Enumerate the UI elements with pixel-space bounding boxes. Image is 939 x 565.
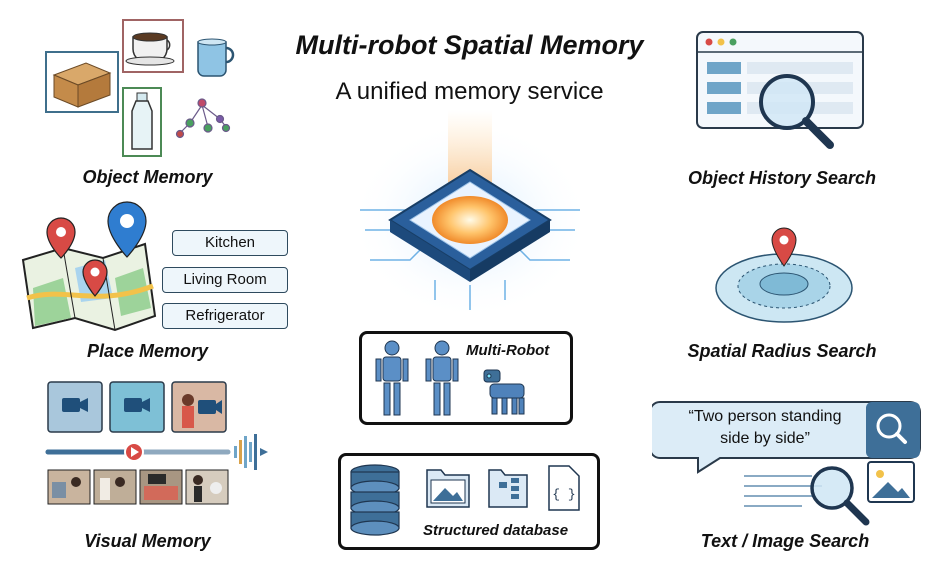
search-query-text: “Two person standing side by side”	[670, 406, 860, 450]
map-pin-red-icon	[82, 259, 108, 297]
humanoid-robot-icon	[375, 340, 409, 416]
teacup-icon	[122, 19, 184, 73]
structured-database-label: Structured database	[423, 522, 569, 539]
video-frame-icon	[171, 381, 227, 433]
bottle-icon	[122, 87, 162, 157]
audio-wave-icon	[234, 434, 268, 470]
json-file-icon: { }	[548, 465, 580, 511]
visual-memory-illustration	[38, 378, 278, 508]
structured-database-box: { } Structured database	[338, 453, 600, 550]
place-memory-map	[15, 198, 185, 333]
search-bubble	[652, 401, 921, 474]
map-pin-red-icon	[46, 217, 76, 259]
place-tag-refrigerator: Refrigerator	[162, 303, 288, 329]
thumbnail-icon	[185, 469, 229, 505]
spatial-radius-illustration	[712, 220, 862, 330]
video-frame-icon	[109, 381, 165, 433]
box-icon	[45, 51, 119, 113]
place-tag-kitchen: Kitchen	[172, 230, 288, 256]
text-lines-icon	[744, 475, 822, 507]
database-icon	[350, 464, 400, 536]
page-title: Multi-robot Spatial Memory	[295, 30, 644, 60]
multi-robot-box: Multi-Robot	[359, 331, 573, 425]
object-memory-illustration	[30, 15, 260, 165]
video-frame-icon	[47, 381, 103, 433]
visual-memory-caption: Visual Memory	[84, 531, 211, 551]
spatial-radius-search-caption: Spatial Radius Search	[687, 341, 877, 361]
search-query-line2: side by side”	[720, 430, 810, 447]
svg-text:{ }: { }	[552, 487, 575, 502]
timeline-icon	[45, 442, 231, 462]
humanoid-robot-icon	[425, 340, 459, 416]
object-history-search-illustration	[695, 30, 875, 160]
map-pin-blue-icon	[107, 201, 147, 258]
search-icon	[876, 413, 907, 444]
graph-icon	[175, 98, 231, 139]
object-memory-caption: Object Memory	[82, 167, 213, 187]
thumbnail-icon	[93, 469, 137, 505]
search-query-line1: “Two person standing	[688, 408, 842, 425]
radius-disk-icon	[715, 253, 853, 323]
image-folder-icon	[426, 469, 470, 508]
magnifier-icon	[759, 74, 834, 149]
mug-icon	[197, 38, 235, 77]
text-image-search-illustration: “Two person standing side by side”	[652, 396, 924, 526]
robot-dog-icon	[483, 369, 525, 415]
memory-chip-illustration	[345, 110, 595, 325]
chip-icon	[388, 168, 552, 282]
map-pin-red-icon	[771, 227, 797, 267]
structure-folder-icon	[488, 469, 528, 508]
image-icon	[867, 461, 915, 503]
place-memory-caption: Place Memory	[86, 341, 209, 361]
page-subtitle: A unified memory service	[335, 78, 604, 105]
text-image-search-caption: Text / Image Search	[700, 531, 870, 551]
thumbnail-icon	[139, 469, 183, 505]
magnifier-icon	[810, 466, 870, 526]
object-history-search-caption: Object History Search	[687, 168, 877, 188]
thumbnail-icon	[47, 469, 91, 505]
place-tag-living-room: Living Room	[162, 267, 288, 293]
multi-robot-label: Multi-Robot	[466, 342, 550, 359]
